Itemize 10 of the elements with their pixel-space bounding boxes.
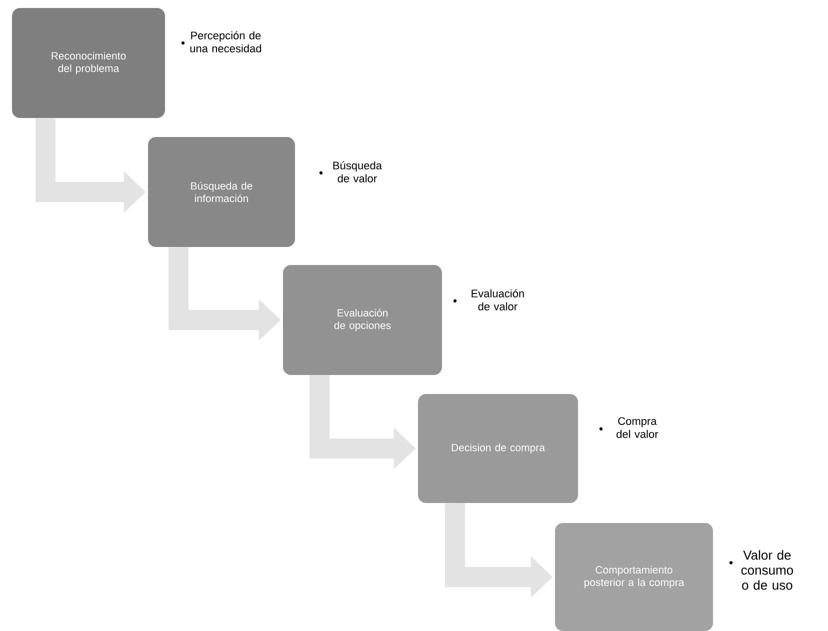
step-box: Decision de compra: [418, 394, 578, 503]
bullet-text: Búsqueda de valor: [319, 161, 382, 182]
bullet-text: Valor de consumo o de uso: [729, 550, 794, 590]
step-box: Reconocimiento del problema: [12, 8, 165, 118]
step-box: Evaluación de opciones: [283, 265, 442, 375]
step-box: Búsqueda de información: [148, 137, 295, 247]
bullet-text: Compra del valor: [599, 417, 658, 438]
bullet-text: Percepción de una necesidad: [181, 31, 262, 52]
step-box: Comportamiento posterior a la compra: [555, 522, 713, 631]
bullet-text: Evaluación de valor: [453, 289, 524, 310]
